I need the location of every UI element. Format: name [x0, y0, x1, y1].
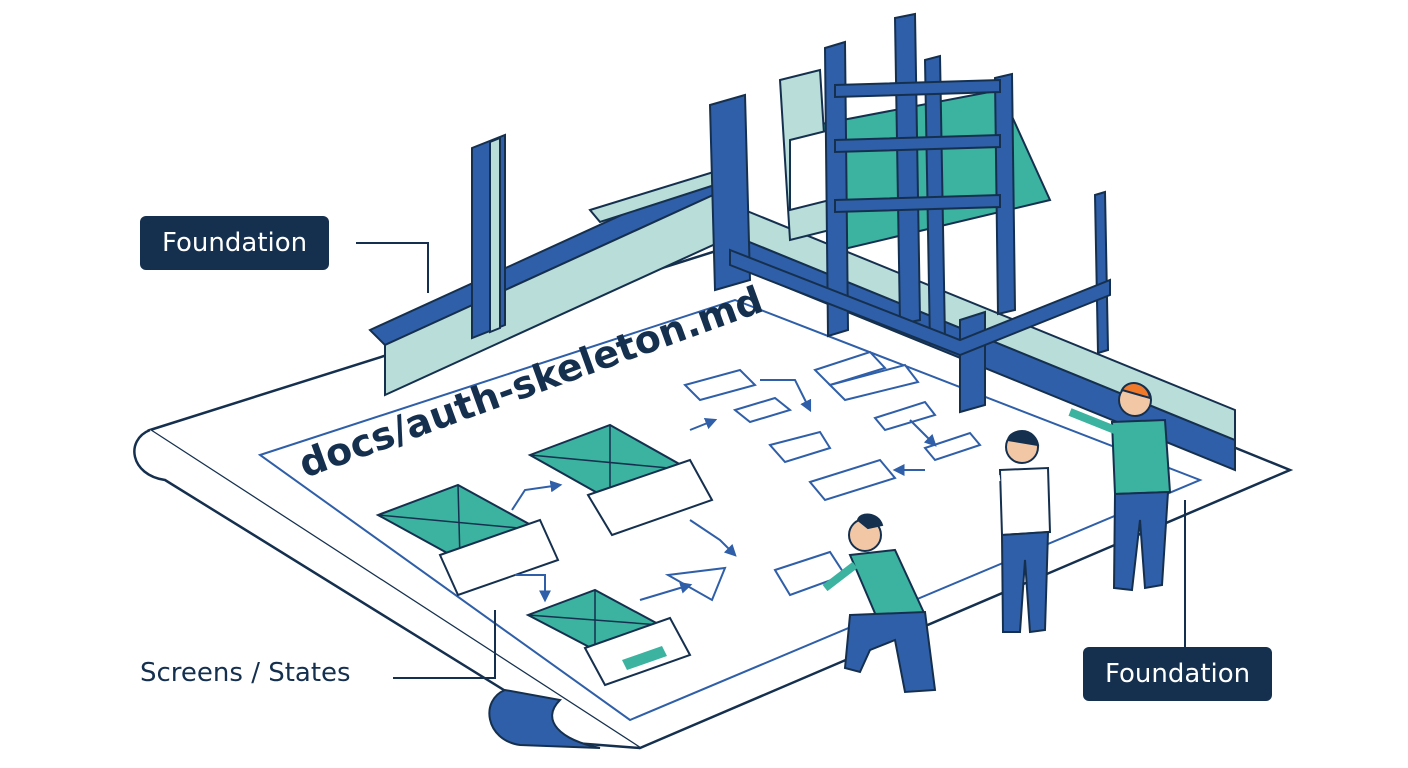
- foundation-label-top: Foundation: [140, 216, 330, 270]
- wireframe-screen-2: [527, 423, 714, 537]
- leader-lines: [356, 242, 1186, 679]
- person-kneeling: [822, 513, 937, 694]
- screens-states-label: Screens / States: [140, 658, 351, 688]
- flow-cards: [683, 350, 982, 597]
- person-standing-2: [1068, 382, 1172, 592]
- wireframe-screen-3: [525, 588, 692, 687]
- flow-arrows: [511, 379, 937, 603]
- person-standing-1: [964, 430, 1052, 634]
- sheet-roll: [488, 688, 601, 749]
- wireframe-screen-1: [375, 483, 560, 597]
- foundation-label-bottom: Foundation: [1083, 647, 1273, 701]
- scaffold-structure: [368, 12, 1236, 472]
